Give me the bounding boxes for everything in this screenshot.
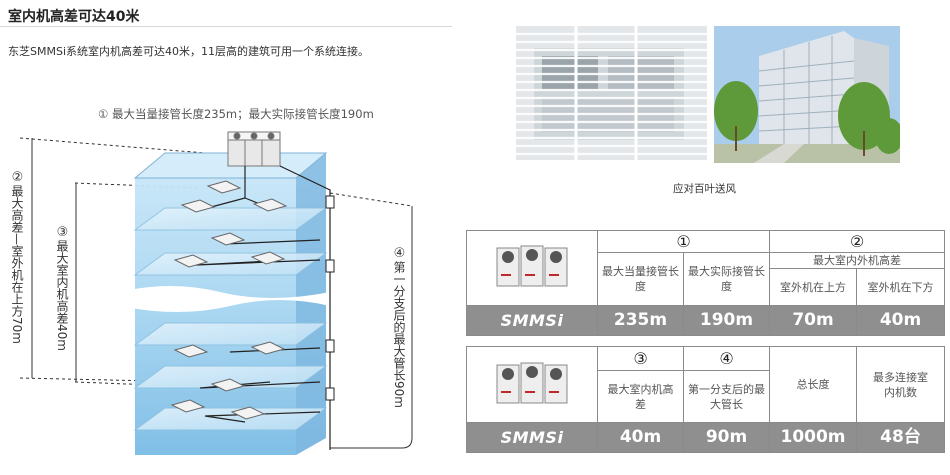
label-3-number: ③ [55, 225, 70, 240]
col-total-length: 总长度 [769, 346, 857, 423]
note-max-pipe-length: ① 最大当量接管长度235m；最大实际接管长度190m [98, 107, 374, 121]
col-max-equivalent-length: 最大当量接管长度 [597, 252, 684, 306]
label-4-text: 第一分支后的最大管长90m [392, 261, 406, 408]
pipe-joints [325, 195, 335, 401]
page-title: 室内机高差可达40米 [8, 9, 140, 25]
product-image-cell [466, 230, 598, 306]
value-total-length: 1000m [769, 422, 857, 453]
louver-photo [516, 26, 707, 160]
outdoor-unit-product-image-2 [496, 362, 568, 403]
label-max-indoor-height-diff: ③最大室内机高差40m [55, 225, 70, 351]
col-max-indoor-height-diff: 最大室内机高差 [597, 370, 684, 423]
label-4-number: ④ [392, 246, 407, 261]
label-3-text: 最大室内机高差40m [55, 240, 69, 351]
header-2-subtitle: 最大室内外机高差 [769, 252, 945, 269]
header-1: ① [597, 230, 770, 253]
brand-logo-smmsi-2: SMMSi [466, 422, 598, 453]
value-max-indoor-units: 48台 [856, 422, 945, 453]
spec-table-1: ① ② 最大当量接管长度 最大实际接管长度 最大室内外机高差 室外机在上方 室外… [466, 230, 945, 336]
col-max-length-after-branch: 第一分支后的最大管长 [683, 370, 770, 423]
label-2-text: 最大高差—室外机在上方70m [10, 185, 24, 344]
title-divider [0, 26, 452, 27]
indoor-units [170, 180, 288, 420]
value-max-actual-length: 190m [683, 305, 770, 336]
page-description: 东芝SMMSi系统室内机高差可达40米，11层高的建筑可用一个系统连接。 [8, 45, 369, 58]
label-2-number: ② [10, 170, 25, 185]
value-max-equivalent-length: 235m [597, 305, 684, 336]
outdoor-unit [227, 131, 281, 167]
outdoor-unit-product-image [496, 245, 568, 287]
col-max-actual-length: 最大实际接管长度 [683, 252, 770, 306]
building-photo [714, 26, 900, 163]
label-max-height-diff: ②最大高差—室外机在上方70m [10, 170, 25, 344]
value-max-indoor-height-diff: 40m [597, 422, 684, 453]
brand-logo-smmsi: SMMSi [466, 305, 598, 336]
header-3: ③ [597, 346, 684, 371]
building-diagram [19, 131, 413, 455]
label-max-pipe-after-branch: ④第一分支后的最大管长90m [392, 246, 407, 408]
col-outdoor-below: 室外机在下方 [856, 268, 945, 306]
spec-table-2: ③ ④ 总长度 最多连接室内机数 最大室内机高差 第一分支后的最大管长 SMMS… [466, 346, 945, 453]
col-max-indoor-units: 最多连接室内机数 [856, 346, 945, 423]
photo-caption: 应对百叶送风 [673, 183, 736, 195]
col-outdoor-above: 室外机在上方 [769, 268, 857, 306]
header-2: ② [769, 230, 945, 253]
dimension-lines [31, 138, 413, 438]
header-4: ④ [683, 346, 770, 371]
value-outdoor-below: 40m [856, 305, 945, 336]
value-outdoor-above: 70m [769, 305, 857, 336]
product-image-cell-2 [466, 346, 598, 423]
value-max-length-after-branch: 90m [683, 422, 770, 453]
